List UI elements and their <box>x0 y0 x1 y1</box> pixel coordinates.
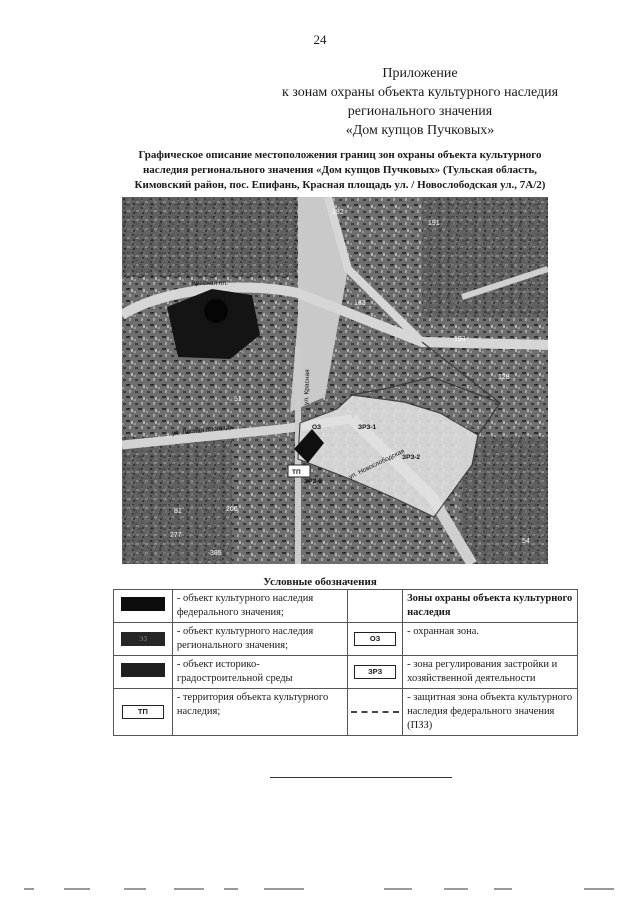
legend-title: Условные обозначения <box>263 576 377 588</box>
house-number: 183 <box>354 300 366 307</box>
aerial-map: Красная пл. ул. Красная ул. Лесная площа… <box>122 197 548 564</box>
legend-desc: - объект культурного наследия федерально… <box>171 589 349 623</box>
legend-row: ТП - территория объекта культурного насл… <box>113 688 578 736</box>
zrz-symbol: ЗРЗ <box>354 665 397 679</box>
appendix-line: «Дом купцов Пучковых» <box>345 123 495 138</box>
legend-symbol <box>347 589 404 623</box>
house-number: 277 <box>170 532 182 539</box>
legend-table: - объект культурного наследия федерально… <box>113 589 578 736</box>
page-number: 24 <box>313 32 327 47</box>
label-oz: ОЗ <box>312 424 321 431</box>
scan-artifact <box>24 888 614 890</box>
legend-symbol <box>113 655 173 689</box>
appendix-line: Приложение <box>382 66 458 81</box>
zones-heading: Зоны охраны объекта культурного наследия <box>407 593 573 618</box>
legend-symbol: ЗРЗ <box>347 655 404 689</box>
house-number: 51 <box>234 396 242 403</box>
house-number: 385 <box>210 550 222 557</box>
legend-symbol: ЭЗ <box>113 622 173 656</box>
house-number: 192 <box>332 209 344 216</box>
aerial-map-image: Красная пл. ул. Красная ул. Лесная площа… <box>122 197 548 564</box>
legend-desc: - зона регулирования застройки и хозяйст… <box>402 655 578 689</box>
legend-desc: - защитная зона объекта культурного насл… <box>402 688 578 736</box>
house-number: 128 <box>498 374 510 381</box>
legend-desc: Зоны охраны объекта культурного наследия <box>402 589 578 623</box>
caption-line: наследия регионального значения «Дом куп… <box>142 164 538 176</box>
map-caption: Графическое описание местоположения гран… <box>100 148 580 193</box>
legend-row: - объект историко-градостроительной сред… <box>113 655 578 689</box>
federal-object-swatch <box>120 596 165 611</box>
label-zrz2-south: ЗРЗ-2 <box>304 478 323 485</box>
house-number: 54 <box>522 538 530 545</box>
oz-symbol: ОЗ <box>354 632 397 646</box>
caption-line: Графическое описание местоположения гран… <box>138 149 542 161</box>
legend-row: ЭЗ - объект культурного наследия региона… <box>113 622 578 656</box>
legend-desc: - территория объекта культурного наследи… <box>171 688 349 736</box>
legend-desc: - объект историко-градостроительной сред… <box>171 655 349 689</box>
house-number: 81 <box>174 508 182 515</box>
legend-symbol <box>113 589 173 623</box>
historic-environment-swatch <box>120 662 165 677</box>
legend-row: - объект культурного наследия федерально… <box>113 589 578 623</box>
legend-desc: - охранная зона. <box>402 622 578 656</box>
label-zrz1: ЗРЗ-1 <box>358 424 377 431</box>
protective-zone-line <box>351 710 400 713</box>
legend-symbol <box>347 688 404 736</box>
regional-object-swatch: ЭЗ <box>120 632 165 646</box>
legend-desc: - объект культурного наследия региональн… <box>171 622 349 656</box>
bottom-rule <box>270 777 452 778</box>
appendix-heading: Приложение к зонам охраны объекта культу… <box>270 64 570 140</box>
caption-line: Кимовский район, пос. Епифань, Красная п… <box>134 179 546 191</box>
label-tp: ТП <box>292 469 301 476</box>
appendix-line: к зонам охраны объекта культурного насле… <box>281 85 559 100</box>
label-street-vertical: ул. Красная <box>303 369 311 405</box>
label-zrz2: ЗРЗ-2 <box>402 454 421 461</box>
legend-symbol: ОЗ <box>347 622 404 656</box>
label-square: Красная пл. <box>192 280 228 287</box>
appendix-line: регионального значения <box>347 104 493 119</box>
house-number: 193 <box>454 336 466 343</box>
house-number: 206 <box>226 506 238 513</box>
tp-symbol: ТП <box>121 705 164 719</box>
legend-symbol: ТП <box>113 688 173 736</box>
house-number: 191 <box>428 220 440 227</box>
